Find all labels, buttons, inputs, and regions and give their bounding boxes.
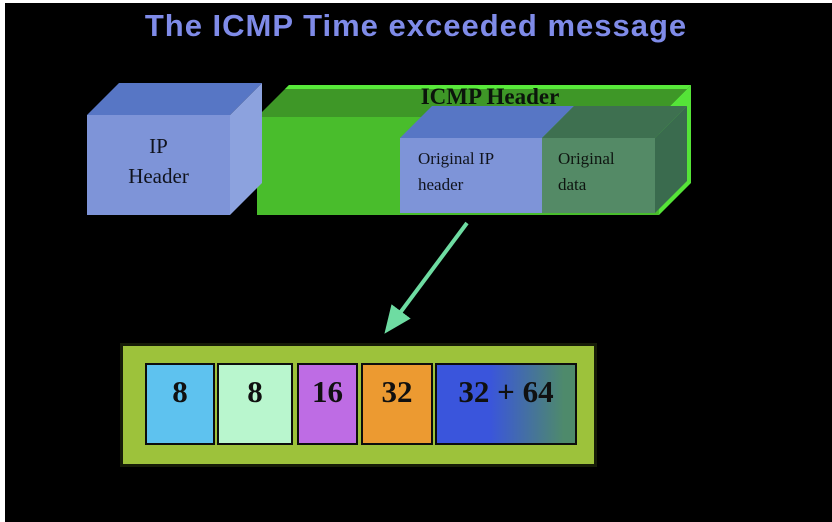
field-label: 32 + 64 <box>458 374 554 409</box>
field-label: 32 <box>381 374 413 409</box>
ip-header-label-line2: Header <box>128 164 189 188</box>
ip-header-box: IP Header <box>87 115 230 215</box>
field-type-bits: 8 <box>145 363 215 445</box>
field-original-datagram-bits: 32 + 64 <box>435 363 577 445</box>
slide-title: The ICMP Time exceeded message <box>144 8 688 43</box>
field-code-bits: 8 <box>217 363 293 445</box>
icmp-header-label: ICMP Header <box>420 84 560 109</box>
original-ip-header-box: Original IP header <box>400 138 542 213</box>
field-label: 16 <box>312 374 343 409</box>
ip-header-label-line1: IP <box>149 134 168 158</box>
original-data-label-line2: data <box>558 175 587 194</box>
expansion-arrow <box>384 221 469 334</box>
field-checksum-bits: 16 <box>297 363 358 445</box>
white-left-edge <box>0 0 5 522</box>
field-unused-bits: 32 <box>361 363 433 445</box>
original-data-label-line1: Original <box>558 149 615 168</box>
original-ip-header-label-line1: Original IP <box>418 149 495 168</box>
icmp-fields-row: 8 8 16 32 32 + 64 <box>145 363 577 445</box>
original-data-box: Original data <box>542 138 655 213</box>
field-label: 8 <box>172 374 188 409</box>
icmp-fields-panel: 8 8 16 32 32 + 64 <box>120 343 597 467</box>
white-top-edge <box>0 0 832 3</box>
field-label: 8 <box>247 374 263 409</box>
original-ip-header-label-line2: header <box>418 175 464 194</box>
